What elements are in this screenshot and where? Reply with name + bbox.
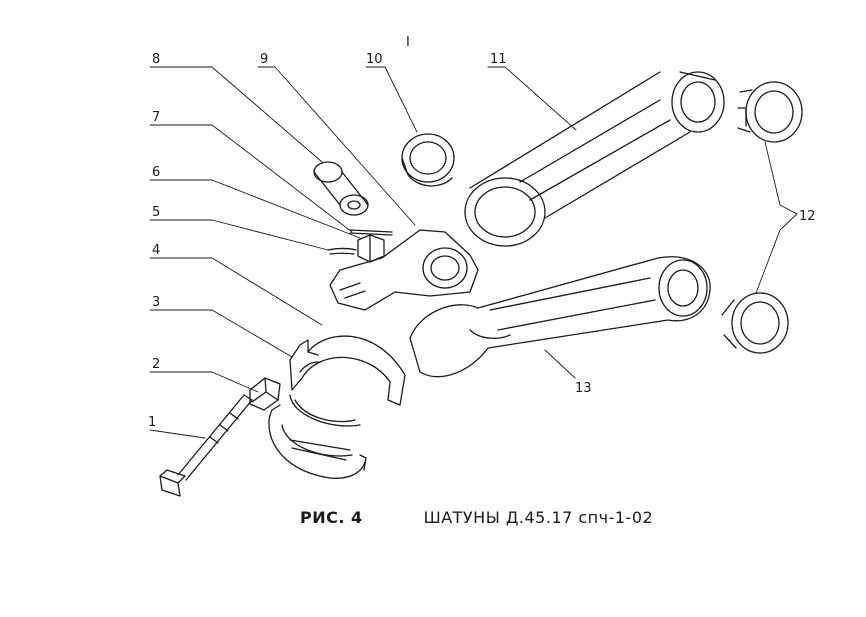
cotter-pin-part-5 [327,247,357,255]
sleeve-part-10 [401,133,455,187]
nut-part-2 [249,377,281,411]
callout-2: 2 [152,357,160,372]
leader-12a [764,141,798,215]
callout-numbers: 1 2 3 4 5 6 7 8 9 10 11 12 13 I [148,35,816,430]
callout-10: 10 [366,52,383,67]
leader-8 [149,66,323,163]
callout-4: 4 [152,243,160,258]
leader-4 [149,257,323,326]
figure-caption: РИС. 4 ШАТУНЫ Д.45.17 спч-1-02 [300,508,653,527]
leader-lines [149,66,798,439]
leader-13 [544,349,576,379]
leader-5 [149,219,329,251]
rod-cap-part-3 [289,335,406,427]
leader-6 [149,179,361,239]
callout-13: 13 [575,381,592,396]
callout-7: 7 [152,110,160,125]
connecting-rod-part-11 [464,71,725,247]
bearing-bushings-part-12 [721,81,803,354]
callout-6: 6 [152,165,160,180]
callout-11: 11 [490,52,507,67]
pin-part-7 [349,229,393,236]
bearing-shells-part-4 [268,404,367,479]
bushing-part-8 [313,161,369,216]
leader-11 [487,66,577,131]
figure-label: РИС. 4 [300,508,363,527]
callout-12: 12 [799,209,816,224]
leader-7 [149,124,353,233]
bolt-part-1 [159,394,253,497]
leader-2 [149,371,259,393]
callout-3: 3 [152,295,160,310]
figure-title: ШАТУНЫ Д.45.17 спч-1-02 [423,508,654,527]
leader-12b [755,213,798,294]
top-mark: I [406,35,410,50]
rod-small-end-part-9 [329,229,479,311]
callout-1: 1 [148,415,156,430]
leader-10 [365,66,418,133]
leader-3 [149,309,293,358]
leader-9 [257,66,416,226]
callout-9: 9 [260,52,268,67]
callout-5: 5 [152,205,160,220]
leader-1 [149,429,206,439]
callout-8: 8 [152,52,160,67]
connecting-rod-part-13 [409,256,711,378]
